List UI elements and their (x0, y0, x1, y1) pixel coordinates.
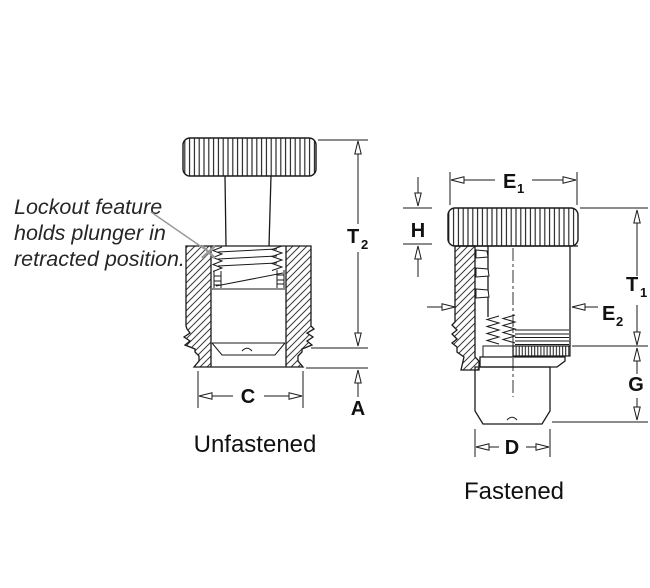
dim-label-a: A (351, 398, 365, 420)
dimension-g: G (552, 347, 648, 423)
fastened-threads (485, 314, 517, 345)
dimension-c: C (197, 371, 304, 408)
unfastened-plunger (211, 288, 286, 356)
unfastened-threads (211, 245, 285, 288)
fastened-plunger (474, 366, 551, 425)
dim-label-g: G (628, 374, 644, 396)
dimension-e1: E1 (449, 171, 578, 205)
dim-label-h: H (411, 220, 425, 242)
dim-label-d: D (505, 437, 519, 459)
annotation-line2: holds plunger in (14, 221, 166, 245)
unfastened-knob (182, 137, 317, 177)
unfastened-body-section (182, 245, 316, 368)
annotation-line3: retracted position. (14, 247, 185, 271)
fastened-flange (479, 356, 566, 368)
caption-unfastened: Unfastened (194, 431, 317, 458)
fastened-pawls (475, 249, 490, 299)
dimension-a: A (306, 367, 368, 420)
fastened-rings (515, 329, 569, 345)
figure-fastened (447, 207, 579, 425)
figure-unfastened (182, 137, 317, 368)
dimension-h: H (403, 177, 432, 277)
caption-fastened: Fastened (464, 478, 564, 505)
fastened-lock-ring (512, 345, 571, 357)
dimension-d: D (474, 429, 551, 459)
fastened-pawl-housing (482, 345, 514, 358)
unfastened-stem (224, 175, 272, 247)
annotation-leader-marker (201, 245, 216, 259)
fastened-knob (447, 207, 579, 247)
dim-label-c: C (241, 386, 255, 408)
dim-label-e2: E2 (602, 303, 623, 329)
fastened-wall-section (450, 245, 480, 371)
dimension-e2: E2 (427, 303, 623, 329)
annotation-leader-line (150, 211, 207, 251)
annotation-line1: Lockout feature (14, 195, 162, 219)
dim-label-e1: E1 (503, 171, 524, 196)
annotation-lockout: Lockout feature holds plunger in retract… (14, 195, 216, 271)
